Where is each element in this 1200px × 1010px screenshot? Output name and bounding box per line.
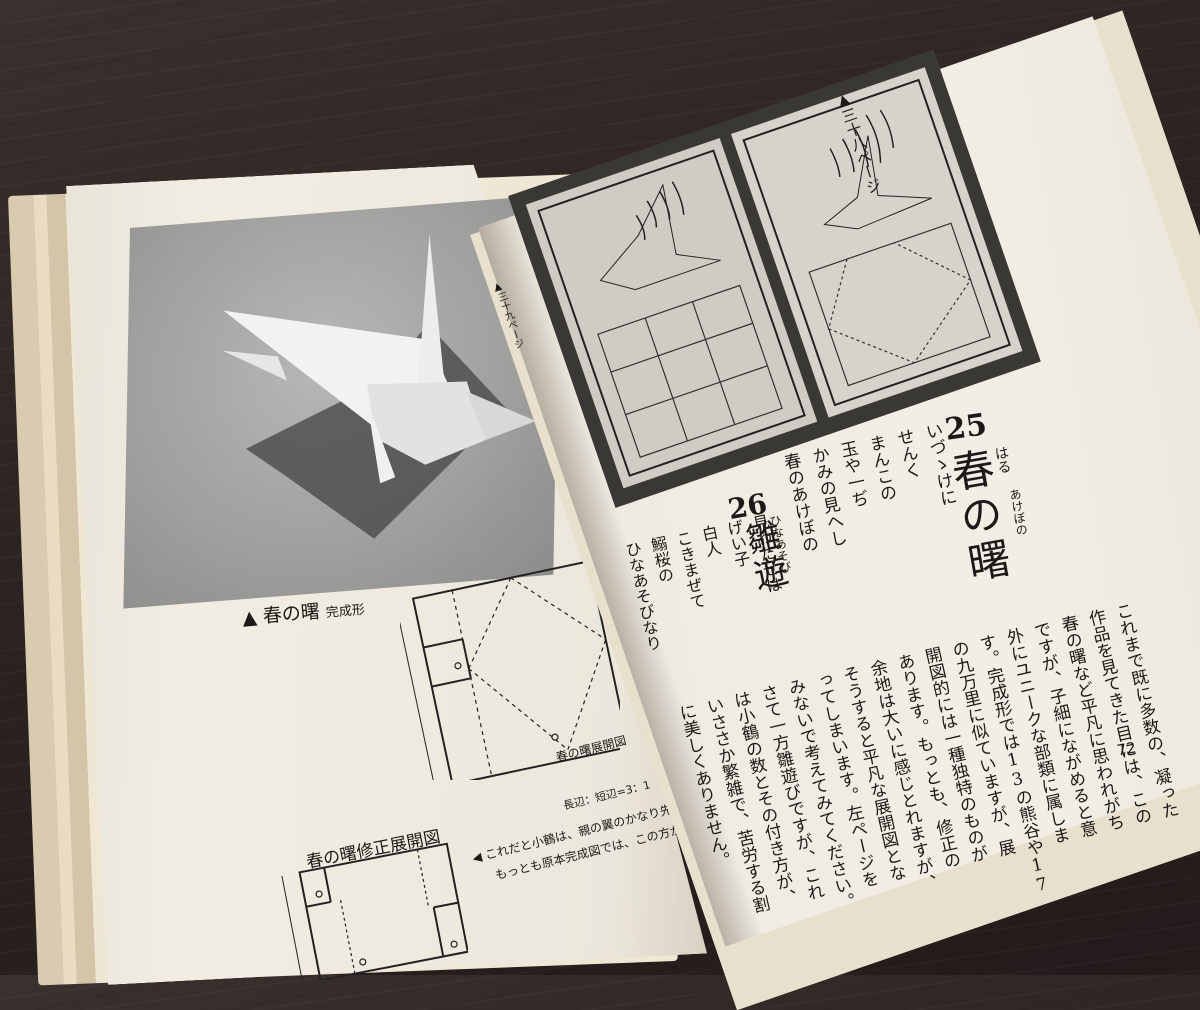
origami-crane-photo: [123, 194, 560, 609]
crane-neck: [416, 234, 447, 406]
diagram-dot: [454, 662, 462, 670]
crane-body: [366, 381, 486, 465]
diagram-outline: [411, 560, 620, 780]
triangle-marker-icon: ▲: [241, 606, 258, 630]
crane-leg: [366, 399, 396, 484]
antique-calligraphy: [635, 109, 895, 240]
poem-line: げい子: [723, 518, 752, 569]
antique-grid: [597, 222, 991, 458]
caption-title: 春の曙: [261, 600, 321, 628]
antique-left-leaf: [525, 137, 818, 489]
diagram-flap: [423, 638, 463, 649]
poem-line: 玉や一ぢ: [835, 438, 870, 510]
antique-book-photo: [508, 49, 1041, 509]
poem-line: せんく: [892, 426, 923, 481]
origami-crane-figure: [222, 234, 537, 539]
section-number-25: 25: [942, 407, 989, 448]
poem-line: まんこの: [863, 432, 898, 504]
poem-line: 鰯桜の: [646, 534, 676, 586]
page-number: 72: [1115, 738, 1138, 760]
antique-right-leaf: [730, 67, 1023, 418]
crease-pattern-diagram: [400, 560, 620, 780]
revised-crease-pattern: [281, 842, 468, 980]
scale-bar: [400, 602, 436, 780]
small-crane-1: [466, 391, 537, 440]
antique-crane-sketch: [599, 135, 932, 291]
left-triangle-icon: ◀: [470, 849, 484, 866]
poem-line: 白人: [697, 523, 723, 559]
caption-suffix: 完成形: [325, 602, 366, 622]
